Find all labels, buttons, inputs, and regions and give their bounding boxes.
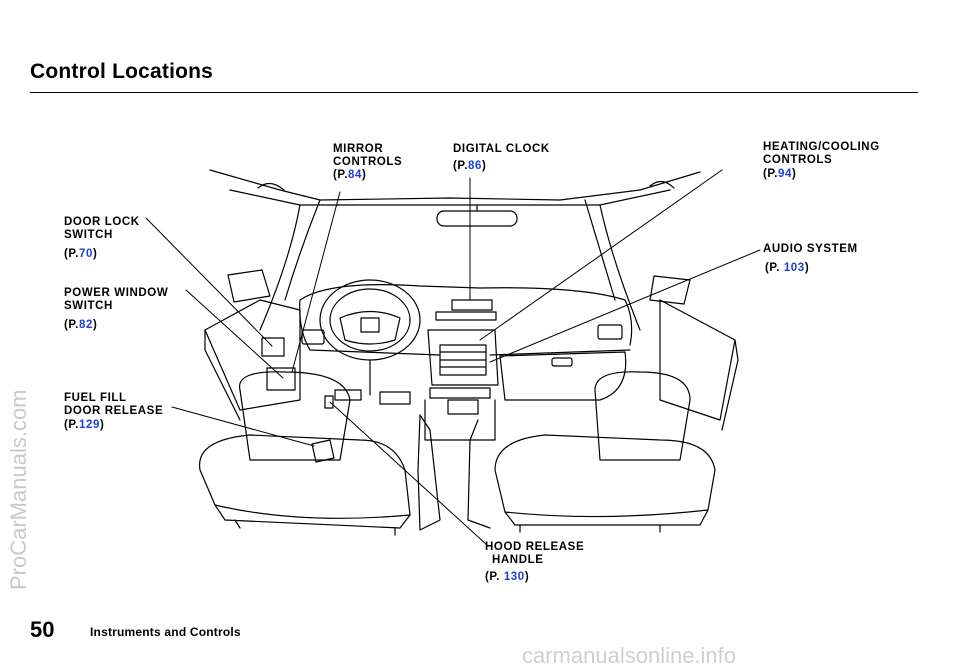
label-power-window: POWER WINDOW SWITCH <box>64 287 168 313</box>
label-line: DOOR LOCK <box>64 216 140 228</box>
label-line: DIGITAL CLOCK <box>453 143 550 155</box>
page-link[interactable]: 70 <box>79 248 94 260</box>
page-link[interactable]: 82 <box>79 319 94 331</box>
page-ref-hood[interactable]: (P. 130) <box>485 571 530 583</box>
label-line: DOOR RELEASE <box>64 405 164 417</box>
page-link[interactable]: 84 <box>348 169 363 181</box>
label-line: FUEL FILL <box>64 392 127 404</box>
label-digital-clock: DIGITAL CLOCK <box>453 143 550 156</box>
side-watermark: ProCarManuals.com <box>6 389 31 590</box>
page-ref-heating[interactable]: (P.94) <box>763 168 797 180</box>
label-mirror-controls: MIRROR CONTROLS <box>333 143 402 169</box>
label-line: SWITCH <box>64 229 113 241</box>
page-number: 50 <box>30 617 55 642</box>
label-audio-system: AUDIO SYSTEM <box>763 243 858 256</box>
page-ref-clock[interactable]: (P.86) <box>453 160 487 172</box>
label-line: AUDIO SYSTEM <box>763 243 858 255</box>
title-rule <box>30 92 918 93</box>
label-heating-cooling: HEATING/COOLING CONTROLS <box>763 141 880 167</box>
label-line: CONTROLS <box>333 156 403 168</box>
page-ref-mirror[interactable]: (P.84) <box>333 169 367 181</box>
label-line: HANDLE <box>492 554 544 566</box>
label-hood-release: HOOD RELEASE HANDLE <box>485 541 584 567</box>
page-ref-audio[interactable]: (P. 103) <box>765 262 810 274</box>
label-line: POWER WINDOW <box>64 287 169 299</box>
page-link[interactable]: 130 <box>503 571 525 583</box>
page-link[interactable]: 129 <box>79 419 101 431</box>
page-link[interactable]: 94 <box>778 168 793 180</box>
label-fuel-fill: FUEL FILL DOOR RELEASE <box>64 392 163 418</box>
page-title: Control Locations <box>30 60 214 83</box>
page-ref-fuel[interactable]: (P.129) <box>64 419 105 431</box>
bottom-watermark: carmanualsonline.info <box>522 643 737 668</box>
section-title: Instruments and Controls <box>90 625 241 639</box>
page-link[interactable]: 86 <box>468 160 483 172</box>
label-door-lock: DOOR LOCK SWITCH <box>64 216 140 242</box>
page-ref-door-lock[interactable]: (P.70) <box>64 248 98 260</box>
label-line: HEATING/COOLING <box>763 141 880 153</box>
page-ref-power-window[interactable]: (P.82) <box>64 319 98 331</box>
label-line: SWITCH <box>64 300 113 312</box>
label-line: MIRROR <box>333 143 384 155</box>
label-line: HOOD RELEASE <box>485 541 585 553</box>
leader-lines <box>145 169 761 546</box>
page-link[interactable]: 103 <box>783 262 805 274</box>
label-line: CONTROLS <box>763 154 833 166</box>
